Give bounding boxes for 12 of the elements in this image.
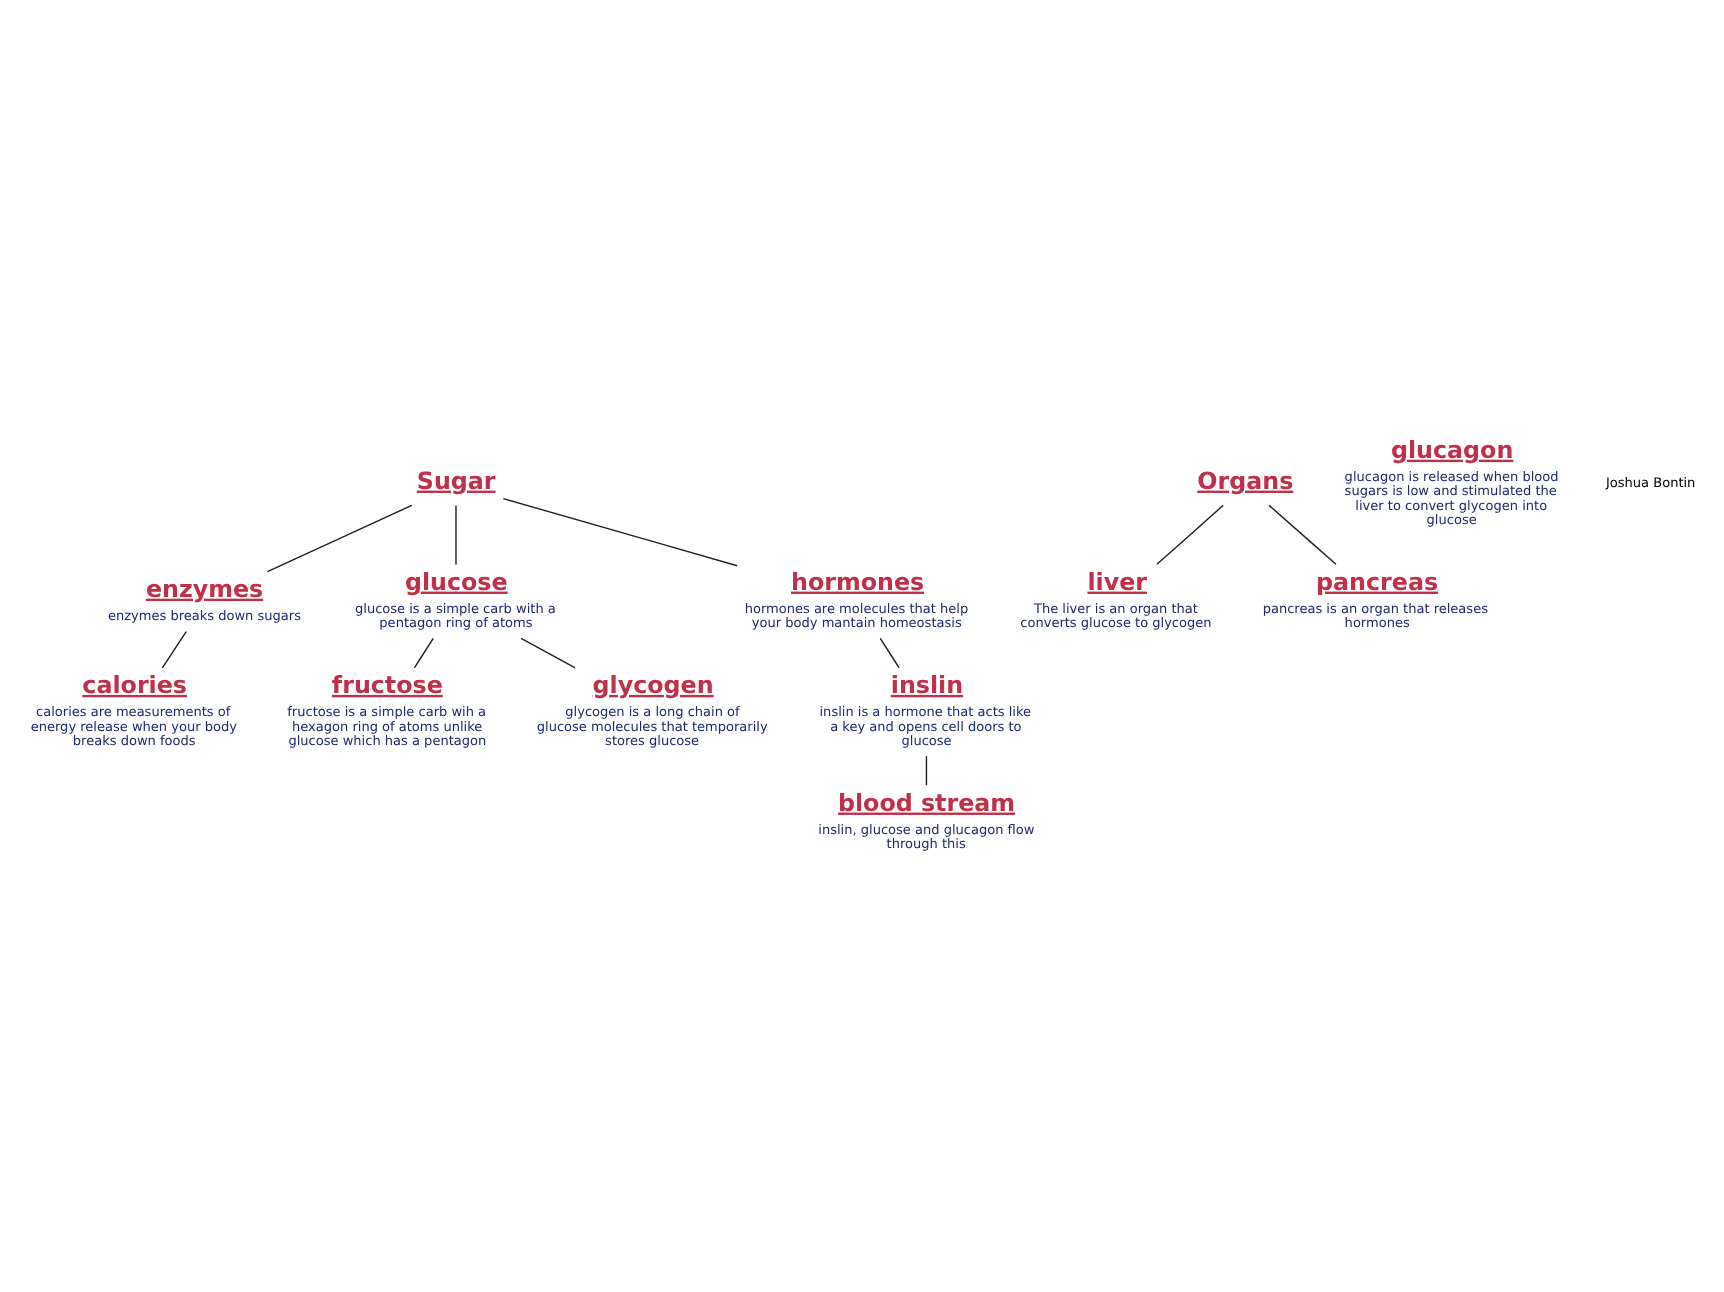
connector: [502, 497, 738, 567]
connector: [879, 637, 900, 669]
connector: [266, 504, 413, 573]
connector: [1156, 504, 1224, 565]
connector: [161, 630, 187, 669]
connector: [455, 504, 457, 566]
connector: [520, 637, 576, 669]
connector: [413, 637, 434, 669]
connector: [1268, 504, 1337, 565]
node-text: Organs: [1197, 466, 1294, 495]
node-text: Sugar: [416, 466, 496, 495]
connector: [925, 755, 928, 786]
